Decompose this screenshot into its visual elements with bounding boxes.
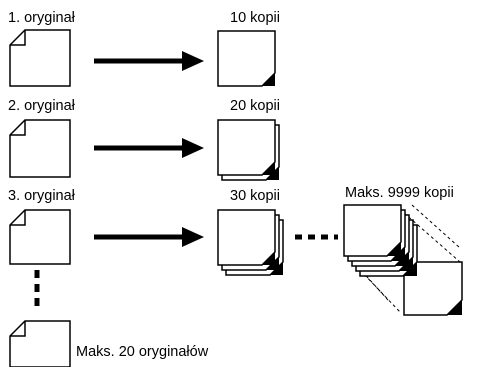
arrow-1-icon	[94, 51, 204, 71]
copies-2-label: 20 kopii	[230, 98, 280, 114]
row-1: 1. oryginał 10 kopii	[8, 10, 280, 86]
copies-1-label: 10 kopii	[230, 10, 280, 26]
copies-1-copy-sheet-icon	[218, 31, 275, 86]
original-2-label: 2. oryginał	[8, 98, 76, 114]
copies-2-copy-stack-icon	[218, 120, 279, 180]
copies-3-copy-stack-icon	[218, 210, 283, 275]
max-copies-stack-icon	[344, 205, 462, 315]
last-original-document-icon	[10, 321, 70, 367]
copies-3-label: 30 kopii	[230, 188, 280, 204]
original-1-label: 1. oryginał	[8, 10, 76, 26]
arrow-2-icon	[94, 138, 204, 158]
max-originals-group: Maks. 20 oryginałów	[10, 321, 209, 367]
max-copies-label: Maks. 9999 kopii	[345, 185, 454, 201]
row-2: 2. oryginał 20 kopii	[8, 98, 280, 180]
original-2-document-icon	[10, 120, 70, 177]
max-copies-group: Maks. 9999 kopii	[344, 185, 462, 315]
original-3-document-icon	[10, 210, 70, 264]
arrow-3-icon	[94, 227, 204, 247]
row-3: 3. oryginał 30 kopii	[8, 188, 338, 275]
original-1-document-icon	[10, 30, 70, 86]
max-originals-label: Maks. 20 oryginałów	[76, 344, 209, 360]
original-3-label: 3. oryginał	[8, 188, 76, 204]
